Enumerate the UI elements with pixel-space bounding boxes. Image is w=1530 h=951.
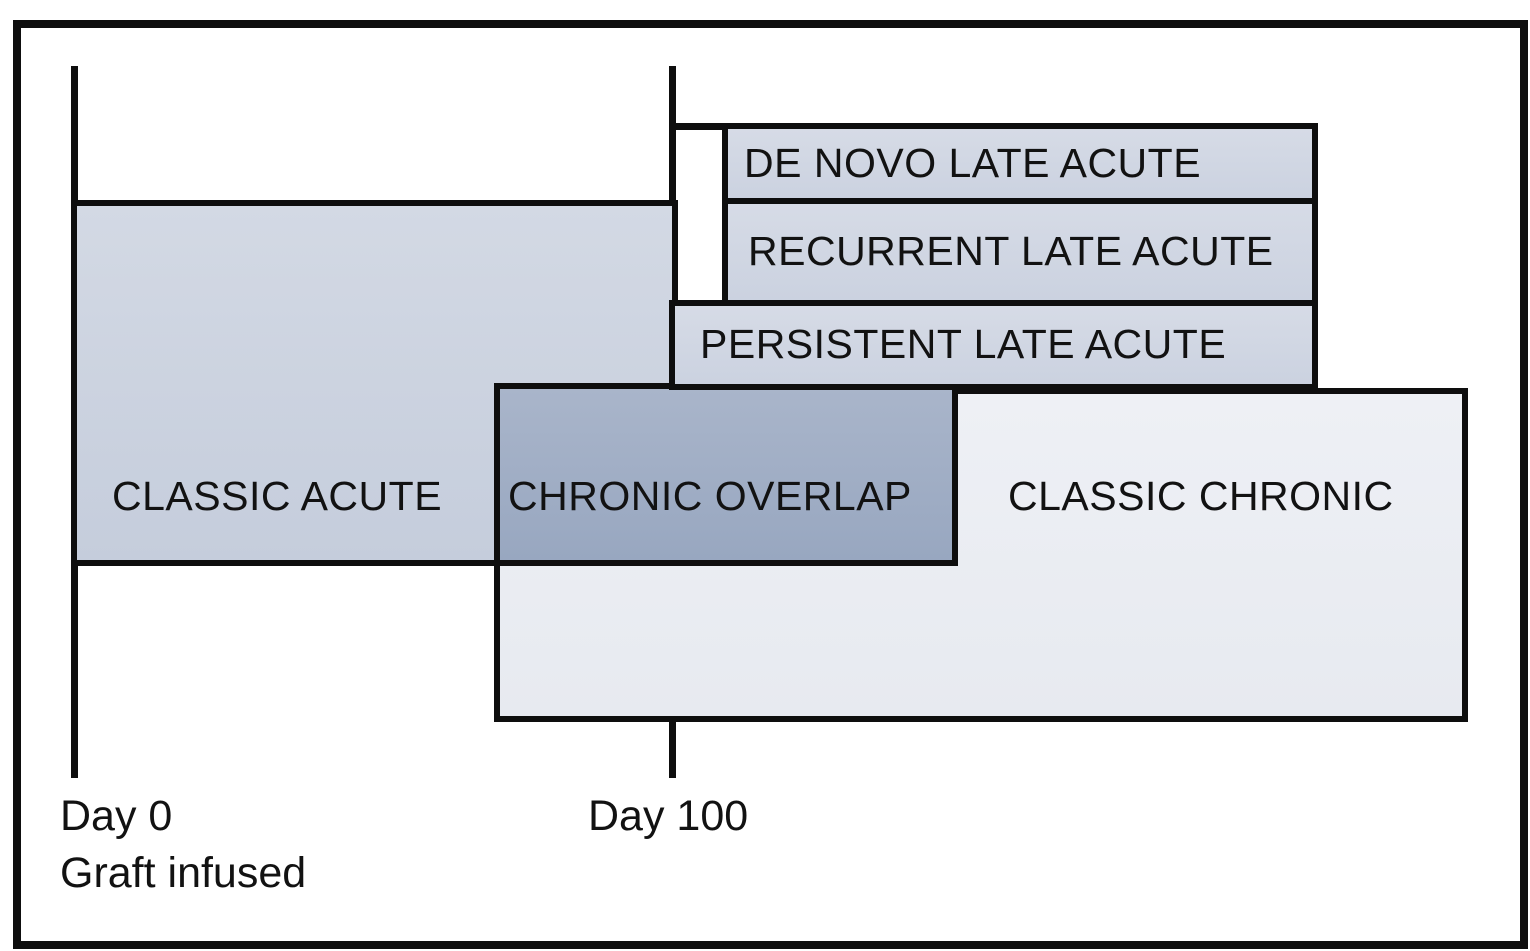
de-novo-late-acute-label: DE NOVO LATE ACUTE: [744, 140, 1202, 186]
graft-infused-label: Graft infused: [60, 849, 307, 897]
late-acute-top-connector: [669, 123, 729, 130]
figure-frame: [13, 20, 1528, 949]
day0-label: Day 0: [60, 792, 173, 840]
day100-label: Day 100: [588, 792, 749, 840]
classic-chronic-label: CLASSIC CHRONIC: [1008, 473, 1394, 519]
persistent-late-acute-box: [669, 300, 1318, 390]
classic-acute-label: CLASSIC ACUTE: [112, 473, 443, 519]
persistent-late-acute-label: PERSISTENT LATE ACUTE: [700, 321, 1227, 367]
chronic-overlap-label: CHRONIC OVERLAP: [508, 473, 912, 519]
recurrent-late-acute-label: RECURRENT LATE ACUTE: [748, 228, 1274, 274]
